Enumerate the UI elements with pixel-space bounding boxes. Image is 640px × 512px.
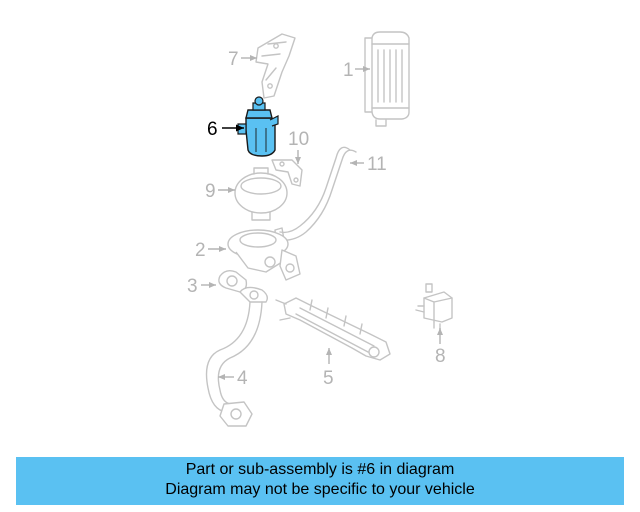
part-1-cooler[interactable]: [364, 31, 410, 127]
banner-line-part: Part or sub-assembly is #6 in diagram: [185, 461, 455, 478]
label-part-4: 4: [237, 368, 248, 389]
label-part-8: 8: [435, 346, 446, 367]
part-9-reservoir[interactable]: [234, 167, 288, 221]
part-3-gasket[interactable]: [218, 269, 248, 293]
label-part-11: 11: [367, 154, 387, 175]
label-part-10: 10: [288, 129, 309, 150]
part-6-vacuum-valve[interactable]: [237, 96, 279, 157]
label-part-6: 6: [207, 119, 218, 140]
part-2-egr-valve[interactable]: [227, 229, 301, 281]
parts-diagram: 1 7 6 10 11 9 2 3 4 5 8: [187, 31, 453, 427]
label-part-9: 9: [205, 181, 216, 202]
label-part-5: 5: [323, 368, 334, 389]
label-part-3: 3: [187, 276, 198, 297]
part-10-bracket[interactable]: [271, 159, 303, 187]
part-4-pipe[interactable]: [205, 286, 269, 427]
part-8-solenoid[interactable]: [415, 283, 453, 331]
banner-line-disclaimer: Diagram may not be specific to your vehi…: [165, 481, 475, 498]
label-part-1: 1: [343, 60, 354, 81]
info-banner: Part or sub-assembly is #6 in diagram Di…: [16, 457, 624, 505]
label-part-2: 2: [195, 240, 206, 261]
label-part-7: 7: [228, 49, 239, 70]
leader-lines: [201, 55, 443, 380]
part-5-rail[interactable]: [275, 297, 391, 361]
part-7-bracket[interactable]: [255, 33, 296, 99]
